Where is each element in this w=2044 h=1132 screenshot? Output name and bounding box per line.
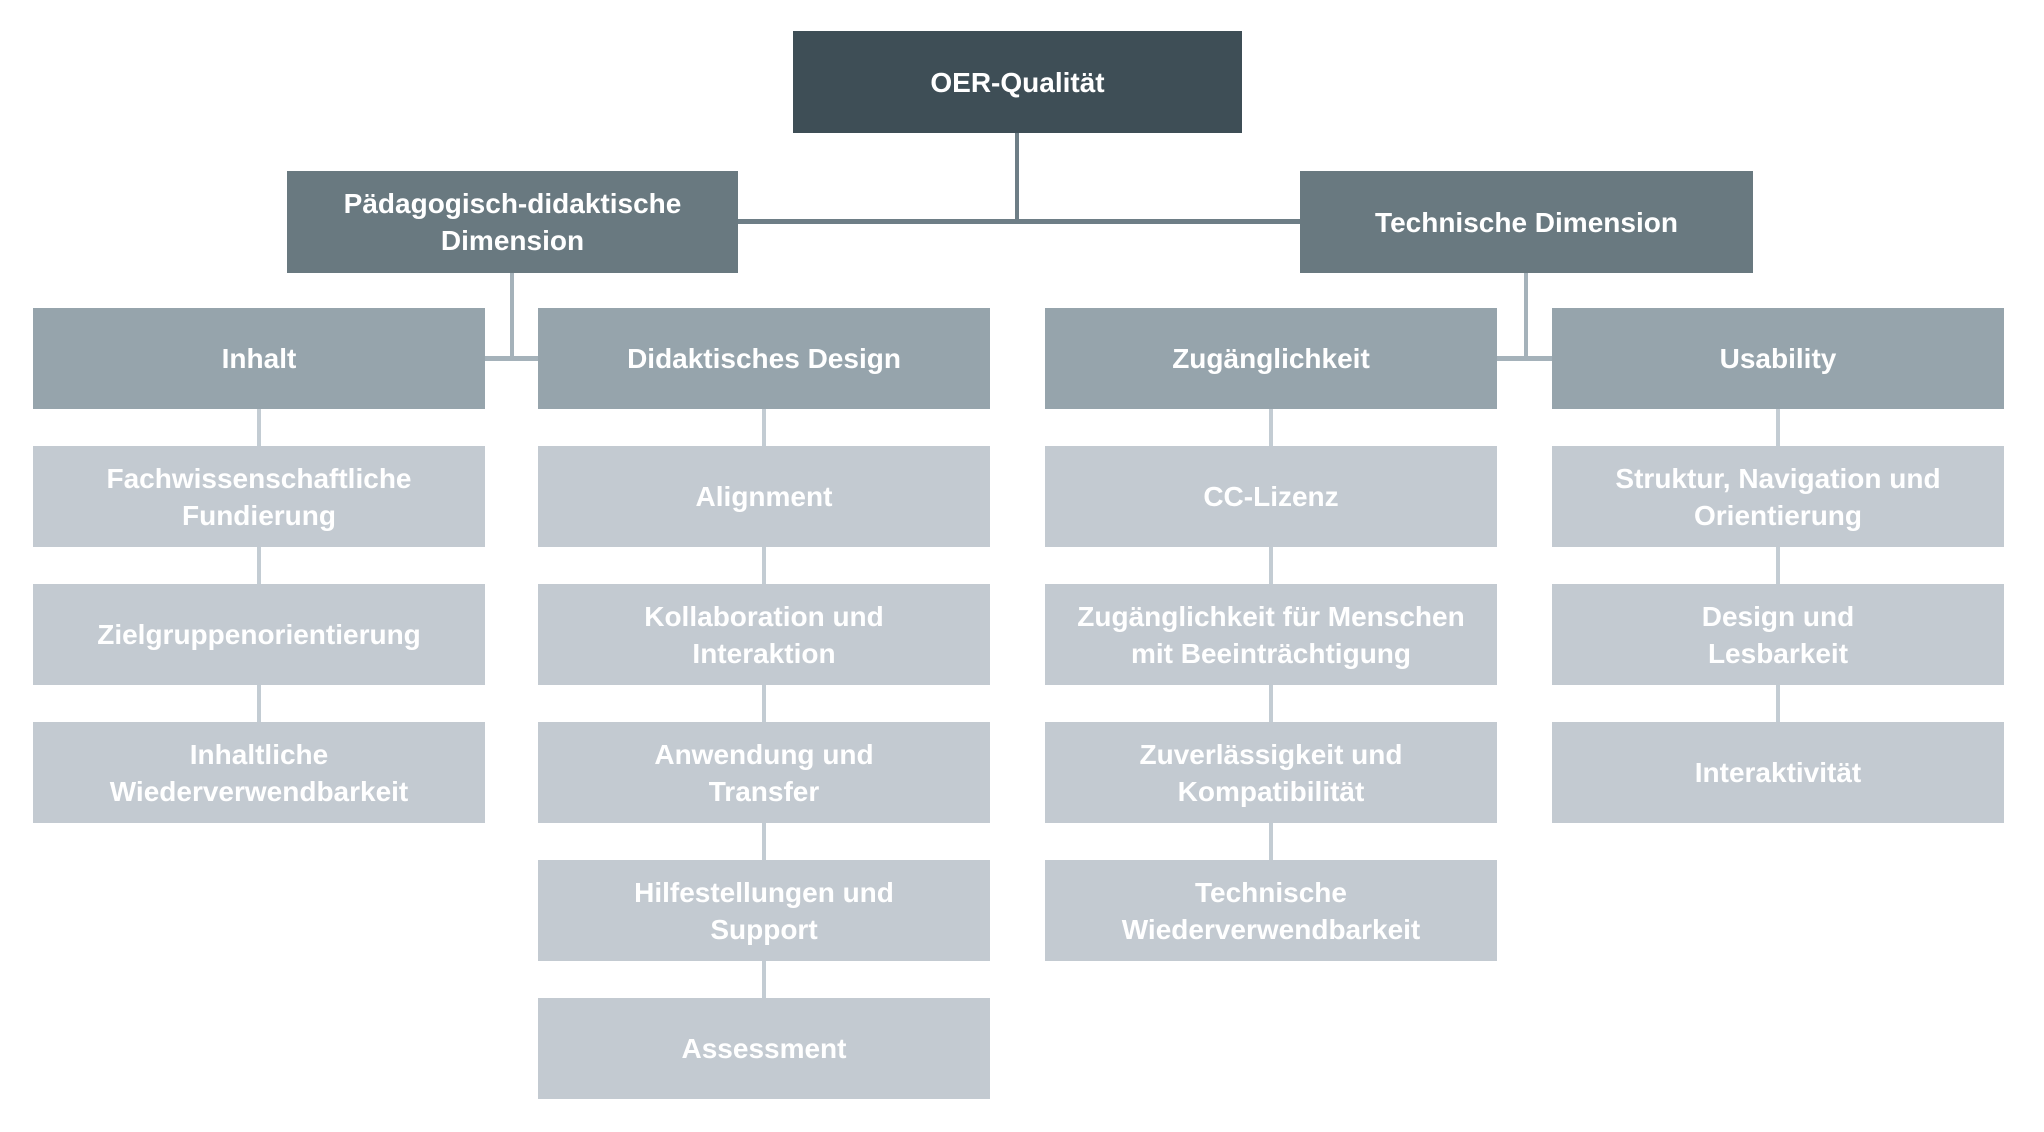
connector-col4-row3: [1776, 685, 1780, 722]
box-technische-dimension: Technische Dimension: [1300, 171, 1753, 273]
box-oer-qualitaet: OER-Qualität: [793, 31, 1242, 133]
connector-col1-row1: [257, 409, 261, 446]
connector-col3-row3: [1269, 685, 1273, 722]
box-kollaboration-und-interaktion: Kollaboration und Interaktion: [538, 584, 990, 685]
connector-col2-row4: [762, 823, 766, 860]
box-fachwissenschaftliche-fundierung: Fachwissenschaftliche Fundierung: [33, 446, 485, 547]
box-design-und-lesbarkeit: Design und Lesbarkeit: [1552, 584, 2004, 685]
connector-col2-row3: [762, 685, 766, 722]
box-inhaltliche-wiederverwendbarkeit: Inhaltliche Wiederverwendbarkeit: [33, 722, 485, 823]
connector-technische-down: [1524, 273, 1528, 361]
connector-col2-row5: [762, 961, 766, 998]
box-didaktisches-design: Didaktisches Design: [538, 308, 990, 409]
connector-dimensions-horizontal: [738, 219, 1300, 224]
box-zugaenglichkeit: Zugänglichkeit: [1045, 308, 1497, 409]
box-anwendung-und-transfer: Anwendung und Transfer: [538, 722, 990, 823]
box-paedagogisch-didaktische-dimension: Pädagogisch-didaktische Dimension: [287, 171, 738, 273]
connector-col4-row1: [1776, 409, 1780, 446]
connector-col2-row2: [762, 547, 766, 584]
box-struktur-navigation-und-orientierung: Struktur, Navigation und Orientierung: [1552, 446, 2004, 547]
box-zielgruppenorientierung: Zielgruppenorientierung: [33, 584, 485, 685]
connector-col3-row4: [1269, 823, 1273, 860]
connector-root-down: [1015, 133, 1019, 221]
box-alignment: Alignment: [538, 446, 990, 547]
connector-col1-row2: [257, 547, 261, 584]
box-zugaenglichkeit-fuer-menschen: Zugänglichkeit für Menschen mit Beeinträ…: [1045, 584, 1497, 685]
box-assessment: Assessment: [538, 998, 990, 1099]
box-interaktivitaet: Interaktivität: [1552, 722, 2004, 823]
box-inhalt: Inhalt: [33, 308, 485, 409]
box-cc-lizenz: CC-Lizenz: [1045, 446, 1497, 547]
connector-col2-row1: [762, 409, 766, 446]
connector-col3-row2: [1269, 547, 1273, 584]
connector-col1-row3: [257, 685, 261, 722]
box-usability: Usability: [1552, 308, 2004, 409]
connector-inhalt-didaktisches-stub: [485, 356, 538, 361]
box-hilfestellungen-und-support: Hilfestellungen und Support: [538, 860, 990, 961]
connector-col3-row1: [1269, 409, 1273, 446]
box-zuverlaessigkeit-und-kompatibilitaet: Zuverlässigkeit und Kompatibilität: [1045, 722, 1497, 823]
connector-col4-row2: [1776, 547, 1780, 584]
connector-paedagogisch-down: [510, 273, 514, 361]
connector-zugaenglichkeit-usability-stub: [1497, 356, 1552, 361]
box-technische-wiederverwendbarkeit: Technische Wiederverwendbarkeit: [1045, 860, 1497, 961]
